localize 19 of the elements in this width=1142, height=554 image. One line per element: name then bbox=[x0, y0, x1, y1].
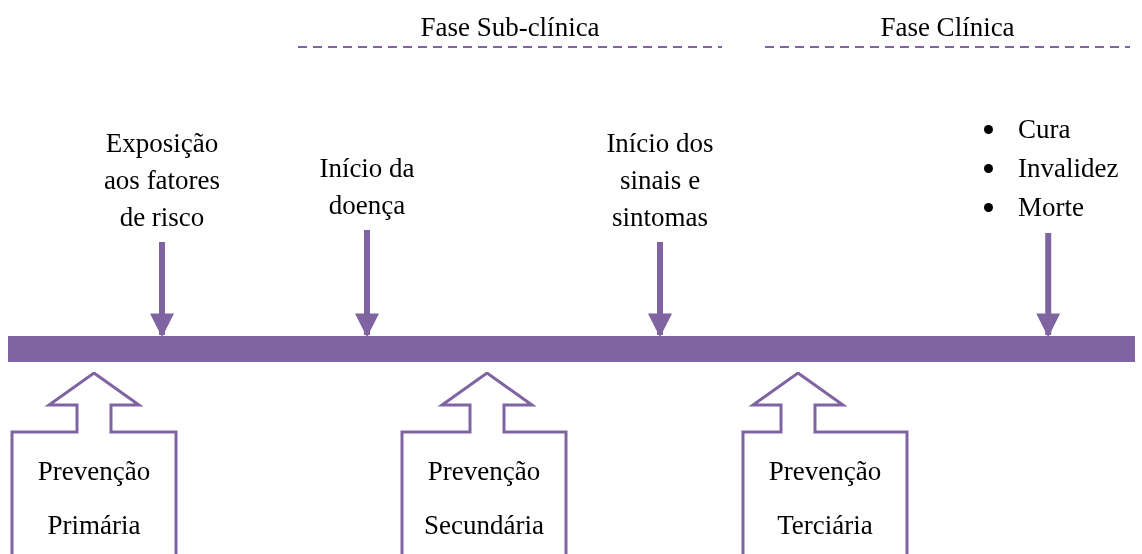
list-item: Morte bbox=[1018, 192, 1084, 222]
arrow-callout-box bbox=[741, 372, 909, 554]
timeline-bar bbox=[8, 336, 1135, 362]
arrow bbox=[648, 242, 672, 338]
event-label: Início dos sinais e sintomas bbox=[585, 125, 735, 236]
phase-label: Fase Clínica bbox=[879, 12, 1016, 42]
arrow-callout-box bbox=[400, 372, 568, 554]
prevention-label: Prevenção Terciária bbox=[767, 455, 883, 542]
list-item: Invalidez bbox=[1018, 153, 1119, 183]
arrow bbox=[150, 242, 174, 338]
arrow bbox=[355, 230, 379, 338]
arrow bbox=[1036, 233, 1061, 338]
arrow-callout-box bbox=[10, 372, 178, 554]
event-label: Exposição aos fatores de risco bbox=[92, 125, 232, 236]
prevention-label: Prevenção Secundária bbox=[423, 455, 545, 542]
phase-label: Fase Sub-clínica bbox=[419, 12, 601, 42]
prevention-label: Prevenção Primária bbox=[36, 455, 152, 542]
event-label: Início da doença bbox=[297, 150, 437, 224]
list-item: Cura bbox=[1018, 114, 1071, 144]
